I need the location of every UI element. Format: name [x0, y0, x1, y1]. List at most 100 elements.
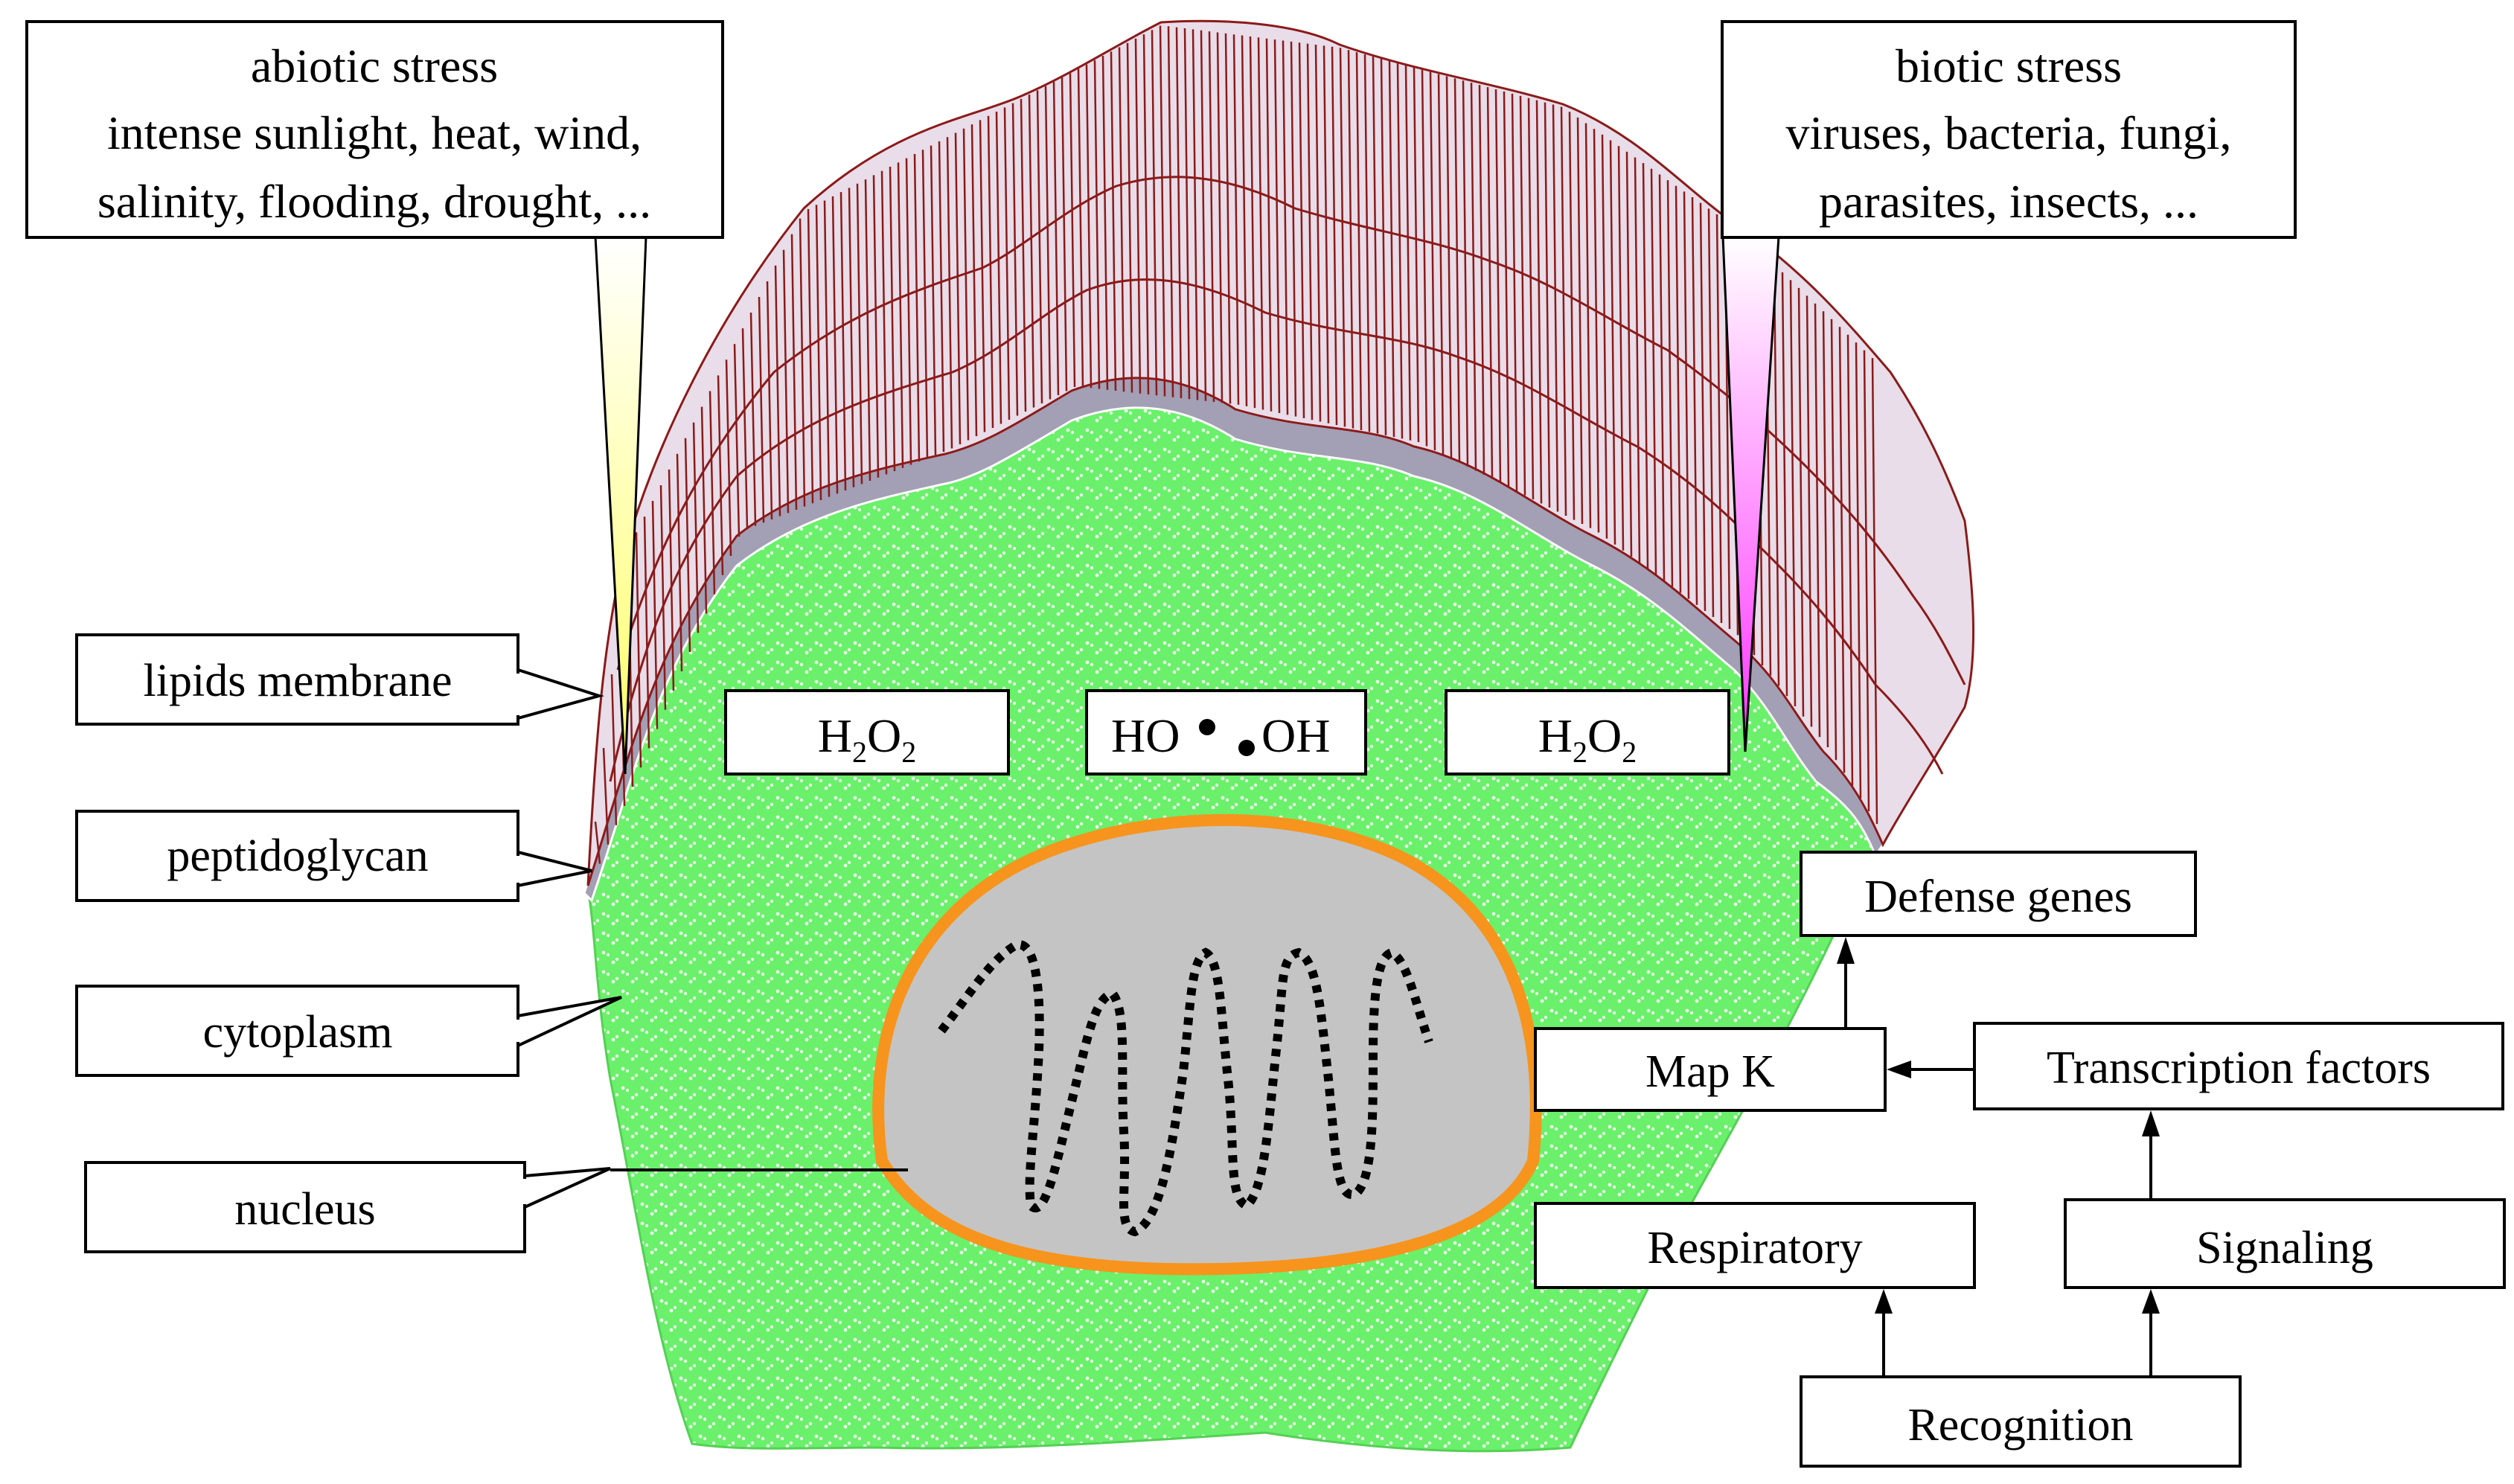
membrane-rib	[1322, 45, 1330, 423]
membrane-rib	[1232, 34, 1240, 405]
radical-dot-lower	[1238, 740, 1255, 756]
membrane-rib	[1355, 52, 1363, 430]
membrane-rib	[864, 179, 871, 482]
membrane-rib	[635, 532, 642, 768]
membrane-rib	[1101, 56, 1109, 390]
membrane-rib	[938, 141, 945, 452]
membrane-rib	[1511, 93, 1518, 492]
membrane-rib	[782, 249, 790, 514]
membrane-rib	[1265, 38, 1273, 412]
membrane-rib	[856, 183, 863, 484]
membrane-rib	[692, 422, 700, 633]
membrane-rib	[1544, 102, 1551, 508]
membrane-rib	[1429, 71, 1436, 451]
nucleus-callout: nucleus	[84, 1161, 908, 1253]
membrane-rib	[1871, 358, 1878, 825]
membrane-rib	[1527, 97, 1535, 500]
membrane-rib	[758, 296, 765, 523]
membrane-rib	[1192, 29, 1199, 400]
membrane-rib	[749, 313, 757, 526]
membrane-rib	[979, 120, 986, 432]
membrane-rib	[1552, 104, 1559, 512]
recognition-box: Recognition	[1800, 1375, 2242, 1468]
membrane-rib	[1282, 40, 1289, 415]
membrane-rib	[725, 359, 732, 556]
membrane-rib	[1044, 86, 1052, 400]
membrane-rib	[1167, 26, 1174, 397]
membrane-rib	[1421, 69, 1428, 447]
membrane-rib	[651, 501, 659, 729]
respiratory-label: Respiratory	[1647, 1223, 1862, 1273]
membrane-rib	[1208, 31, 1215, 403]
membrane-rib	[913, 153, 921, 462]
membrane-rib	[1020, 98, 1027, 412]
membrane-rib	[1126, 42, 1133, 393]
signaling-box: Signaling	[2064, 1198, 2506, 1289]
defense-genes-label: Defense genes	[1864, 871, 2132, 922]
membrane-rib	[1568, 112, 1576, 520]
membrane-rib	[1535, 100, 1543, 504]
membrane-rib	[1675, 185, 1682, 593]
membrane-rib	[1241, 35, 1248, 406]
membrane-rib	[1715, 214, 1723, 624]
membrane-rib	[1625, 151, 1633, 557]
transcription-factors-box: Transcription factors	[1973, 1022, 2504, 1110]
membrane-rib	[610, 674, 618, 825]
membrane-rib	[1584, 123, 1592, 528]
membrane-rib	[897, 162, 904, 468]
membrane-rib	[1290, 41, 1297, 417]
h2o2-right-box: H2O2	[1445, 689, 1730, 775]
membrane-rib	[1650, 168, 1657, 575]
membrane-rib	[1339, 48, 1346, 427]
h2o2-left-box: H2O2	[724, 689, 1010, 775]
membrane-rib	[1151, 30, 1158, 396]
membrane-rib	[1069, 73, 1076, 388]
membrane-rib	[921, 150, 929, 458]
membrane-rib	[1822, 311, 1829, 748]
membrane-rib	[930, 145, 937, 455]
membrane-rib	[848, 188, 855, 487]
membrane-rib	[1666, 180, 1674, 587]
membrane-rib	[700, 406, 708, 614]
hydroxyl-left-text: HO	[1111, 709, 1180, 762]
membrane-rib	[1314, 44, 1322, 422]
membrane-rib	[831, 196, 839, 494]
membrane-rib	[889, 166, 896, 472]
membrane-rib	[1560, 106, 1567, 516]
membrane-rib	[1805, 295, 1813, 727]
hydroxyl-radical-box: HO OH	[1085, 689, 1367, 775]
membrane-rib	[1298, 42, 1305, 418]
membrane-rib	[1347, 50, 1354, 429]
membrane-rib	[987, 115, 994, 429]
cytoplasm-label: cytoplasm	[203, 1007, 393, 1058]
map-k-label: Map K	[1645, 1046, 1775, 1097]
membrane-rib	[1093, 60, 1101, 389]
membrane-rib	[1855, 342, 1862, 799]
membrane-rib	[1200, 30, 1207, 401]
membrane-rib	[717, 375, 724, 575]
h2o2-left-sub1: 2	[852, 735, 867, 769]
membrane-rib	[1593, 129, 1600, 533]
membrane-rib	[1036, 90, 1043, 404]
membrane-rib	[1134, 38, 1142, 394]
membrane-rib	[1486, 87, 1494, 479]
h2o2-left-sub2: 2	[901, 735, 916, 769]
membrane-rib	[1863, 350, 1870, 811]
abiotic-stress-line2: salinity, flooding, drought, ...	[97, 175, 651, 228]
membrane-rib	[1789, 280, 1797, 707]
h2o2-left-h: H	[818, 709, 852, 762]
transcription-factors-label: Transcription factors	[2047, 1043, 2431, 1093]
membrane-rib	[1437, 74, 1445, 455]
membrane-rib	[1453, 78, 1461, 463]
pathway-arrows	[1837, 937, 2160, 1377]
lipids-membrane-callout: lipids membrane	[75, 633, 605, 726]
membrane-rib	[1404, 65, 1412, 441]
membrane-rib	[1273, 39, 1281, 414]
abiotic-stress-box: abiotic stress intense sunlight, heat, w…	[25, 20, 724, 239]
membrane-rib	[1224, 33, 1232, 404]
membrane-rib	[1781, 272, 1788, 697]
membrane-rib	[872, 175, 880, 478]
membrane-rib	[774, 265, 781, 516]
